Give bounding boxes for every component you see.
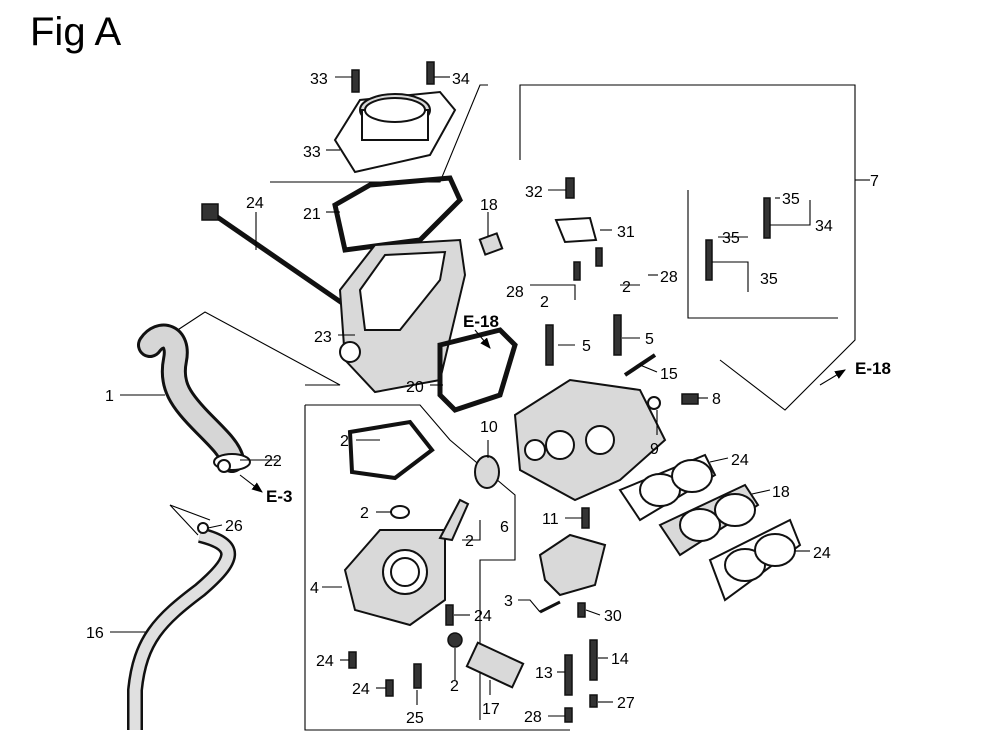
callout-19: 20: [406, 379, 424, 396]
callout-24: 24: [316, 653, 334, 670]
intake-manifold-22: [338, 238, 467, 394]
reference-labels: E-18 E-18 E-3: [266, 312, 891, 506]
hose-14: [127, 527, 237, 730]
callout-34: 34: [815, 218, 833, 235]
reference-e18: E-18: [463, 312, 499, 331]
insulator-16: [658, 483, 760, 557]
callout-2: 2: [450, 678, 459, 695]
callout-2: 2: [360, 505, 369, 522]
callout-20: 21: [303, 206, 321, 223]
callout-1: 1: [105, 388, 114, 405]
callout-2: 2: [465, 533, 474, 550]
callout-5: 5: [582, 338, 591, 355]
callout-24: 24: [474, 608, 492, 625]
callout-29: 30: [604, 608, 622, 625]
gasket-19: [437, 327, 518, 413]
callout-24: 25: [406, 710, 424, 727]
callout-33: 34: [452, 71, 470, 88]
callout-22: 23: [314, 329, 332, 346]
callout-5: 5: [645, 331, 654, 348]
callout-16: 18: [772, 484, 790, 501]
callout-31: 32: [525, 184, 543, 201]
callout-labels: 33 34 33 21 24 23 20 18 1 22 26 16 32 31…: [86, 71, 879, 727]
throttle-lever-3: [538, 533, 607, 597]
callout-12: 14: [611, 651, 629, 668]
callout-3: 3: [504, 593, 513, 610]
small-parts: [197, 177, 771, 723]
assembly-bracket-lines: [110, 84, 870, 731]
callout-4: 4: [310, 580, 319, 597]
callout-10: 10: [480, 419, 498, 436]
callout-18: 24: [731, 452, 749, 469]
callout-28: 28: [660, 269, 678, 286]
gasket-18-bottom: [708, 518, 802, 602]
callout-30: 31: [617, 224, 635, 241]
callout-35: 35: [782, 191, 800, 208]
callout-35: 35: [722, 230, 740, 247]
reference-e18: E-18: [855, 359, 891, 378]
callout-34: 35: [760, 271, 778, 288]
callout-14: 16: [86, 625, 104, 642]
callout-25: 26: [225, 518, 243, 535]
callout-8: 8: [712, 391, 721, 408]
callout-33: 33: [310, 71, 328, 88]
callout-17: 18: [480, 197, 498, 214]
callout-11: 11: [542, 511, 559, 528]
callout-15: 17: [482, 701, 500, 718]
callout-leaders: [207, 76, 811, 717]
callout-12: 13: [535, 665, 553, 682]
gasket-18-top: [618, 453, 717, 522]
reference-arrows: [239, 329, 846, 493]
callout-23: 24: [246, 195, 264, 212]
callout-24: 24: [352, 681, 370, 698]
callout-2: 2: [622, 279, 631, 296]
gasket-2-large: [347, 419, 435, 481]
callout-6: 6: [500, 519, 509, 536]
callout-2: 2: [340, 433, 349, 450]
callout-21: 22: [264, 453, 282, 470]
spacer-17: [478, 232, 504, 256]
callout-32: 33: [303, 144, 321, 161]
duct-gasket-20: [332, 175, 463, 253]
carburetor-main-body: [513, 378, 667, 502]
solenoid-15: [447, 632, 525, 689]
o-ring-10: [474, 455, 500, 489]
callout-9: 9: [650, 441, 659, 458]
callout-28: 28: [506, 284, 524, 301]
callout-27: 28: [524, 709, 542, 726]
callout-26: 27: [617, 695, 635, 712]
callout-7: 7: [870, 173, 879, 190]
reference-e3: E-3: [266, 487, 292, 506]
long-bolt-23: [201, 203, 347, 308]
throttle-body-4: [343, 529, 446, 627]
top-duct-flange: [333, 61, 457, 174]
figure-title: Fig A: [30, 10, 122, 54]
callout-18: 24: [813, 545, 831, 562]
callout-2: 2: [540, 294, 549, 311]
intake-hose-1: [137, 323, 251, 473]
callout-13: 15: [660, 366, 678, 383]
